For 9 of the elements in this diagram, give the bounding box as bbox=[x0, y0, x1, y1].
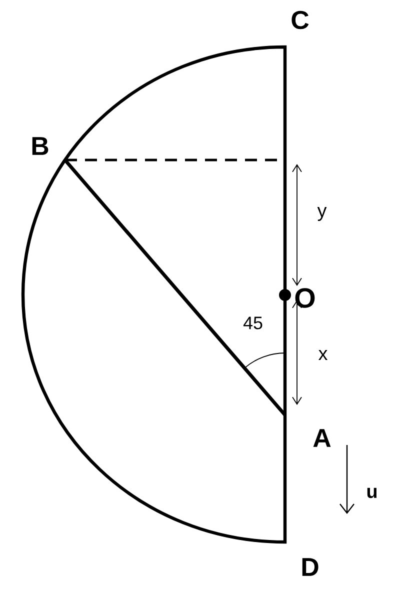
point-label: O bbox=[295, 288, 315, 308]
angle-label: 45 bbox=[243, 316, 262, 330]
dimension-label: y bbox=[317, 207, 327, 221]
dimension-label: x bbox=[318, 350, 328, 360]
velocity-label: u bbox=[367, 488, 377, 498]
point-label: D bbox=[302, 558, 318, 576]
point-label: A bbox=[313, 429, 331, 447]
point-label: C bbox=[292, 10, 309, 30]
point-label: B bbox=[32, 137, 48, 155]
